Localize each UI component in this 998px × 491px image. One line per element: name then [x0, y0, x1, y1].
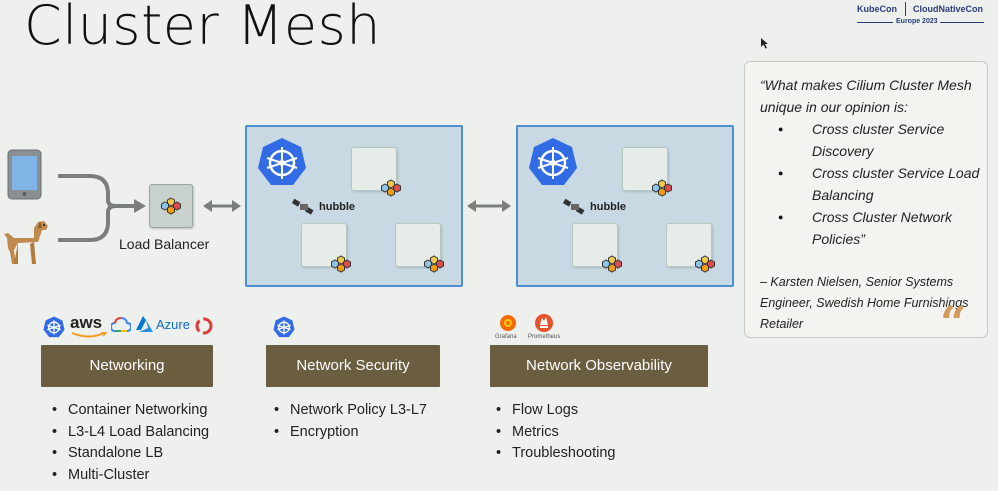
double-arrow-cluster-cluster [467, 200, 511, 212]
pod-node [301, 223, 347, 267]
aws-logo: aws [70, 313, 103, 332]
quote-point: Cross cluster Service Discovery [760, 118, 982, 162]
list-item: Metrics [492, 422, 615, 444]
quote-points-list: Cross cluster Service Discovery Cross cl… [760, 118, 982, 250]
client-connectors [58, 174, 146, 242]
quote-point: Cross cluster Service Load Balancing [760, 162, 982, 206]
cilium-icon [331, 255, 351, 273]
list-item: Flow Logs [492, 400, 615, 422]
list-item: Container Networking [48, 400, 209, 422]
category-network-observability: Network Observability [490, 345, 708, 387]
cilium-icon [602, 255, 622, 273]
hubble-label: hubble [319, 201, 356, 213]
cilium-icon [695, 255, 715, 273]
google-cloud-icon [111, 317, 131, 332]
cilium-icon [161, 197, 181, 215]
kubernetes-icon [43, 316, 65, 338]
slide-title: Cluster Mesh [24, 0, 381, 57]
list-item: Network Policy L3-L7 [270, 400, 427, 422]
list-item: Encryption [270, 422, 427, 444]
list-item: Troubleshooting [492, 443, 615, 465]
category-networking: Networking [41, 345, 213, 387]
azure-icon [136, 316, 153, 332]
prometheus-label: Prometheus [528, 334, 561, 340]
openshift-icon [195, 317, 213, 335]
quote-attribution: – Karsten Nielsen, Senior Systems Engine… [760, 275, 969, 331]
aws-smile-icon [71, 332, 107, 338]
grafana-icon [500, 315, 516, 331]
event-name-kubecon: KubeCon [857, 4, 897, 14]
event-edition: Europe 2023 [896, 18, 938, 25]
cluster-box-2: hubble [516, 125, 734, 287]
dog-icon [4, 221, 48, 264]
list-item: Standalone LB [48, 443, 209, 465]
cilium-icon [652, 179, 672, 197]
smartphone-icon [7, 149, 42, 200]
hubble-satellite-icon [292, 198, 314, 215]
category-network-security: Network Security [266, 345, 440, 387]
hubble-satellite-icon [563, 198, 585, 215]
double-arrow-lb-cluster [203, 200, 241, 212]
mouse-cursor-icon [761, 38, 768, 49]
event-name-cloudnativecon: CloudNativeCon [913, 4, 984, 14]
quote-intro: “What makes Cilium Cluster Mesh unique i… [760, 77, 972, 115]
quote-mark-icon: “ [940, 296, 967, 350]
load-balancer-node [149, 184, 193, 228]
kubernetes-icon [258, 138, 306, 185]
load-balancer-label: Load Balancer [119, 236, 210, 252]
list-item: Multi-Cluster [48, 465, 209, 487]
observability-features-list: Flow Logs Metrics Troubleshooting [492, 400, 615, 465]
security-features-list: Network Policy L3-L7 Encryption [270, 400, 427, 443]
kubernetes-icon [273, 316, 295, 338]
networking-features-list: Container Networking L3-L4 Load Balancin… [48, 400, 209, 486]
azure-logo-text: Azure [156, 317, 190, 332]
cilium-icon [381, 179, 401, 197]
cilium-icon [424, 255, 444, 273]
event-logo-line-left [857, 22, 893, 23]
prometheus-icon [535, 314, 553, 332]
event-logo-divider [905, 2, 906, 16]
event-logo-line-right [940, 22, 984, 23]
quote-point: Cross Cluster Network Policies” [760, 206, 982, 250]
kubernetes-icon [529, 138, 577, 185]
hubble-label: hubble [590, 201, 627, 213]
cluster-box-1: hubble [245, 125, 463, 287]
list-item: L3-L4 Load Balancing [48, 422, 209, 444]
grafana-label: Grafana [495, 334, 517, 340]
